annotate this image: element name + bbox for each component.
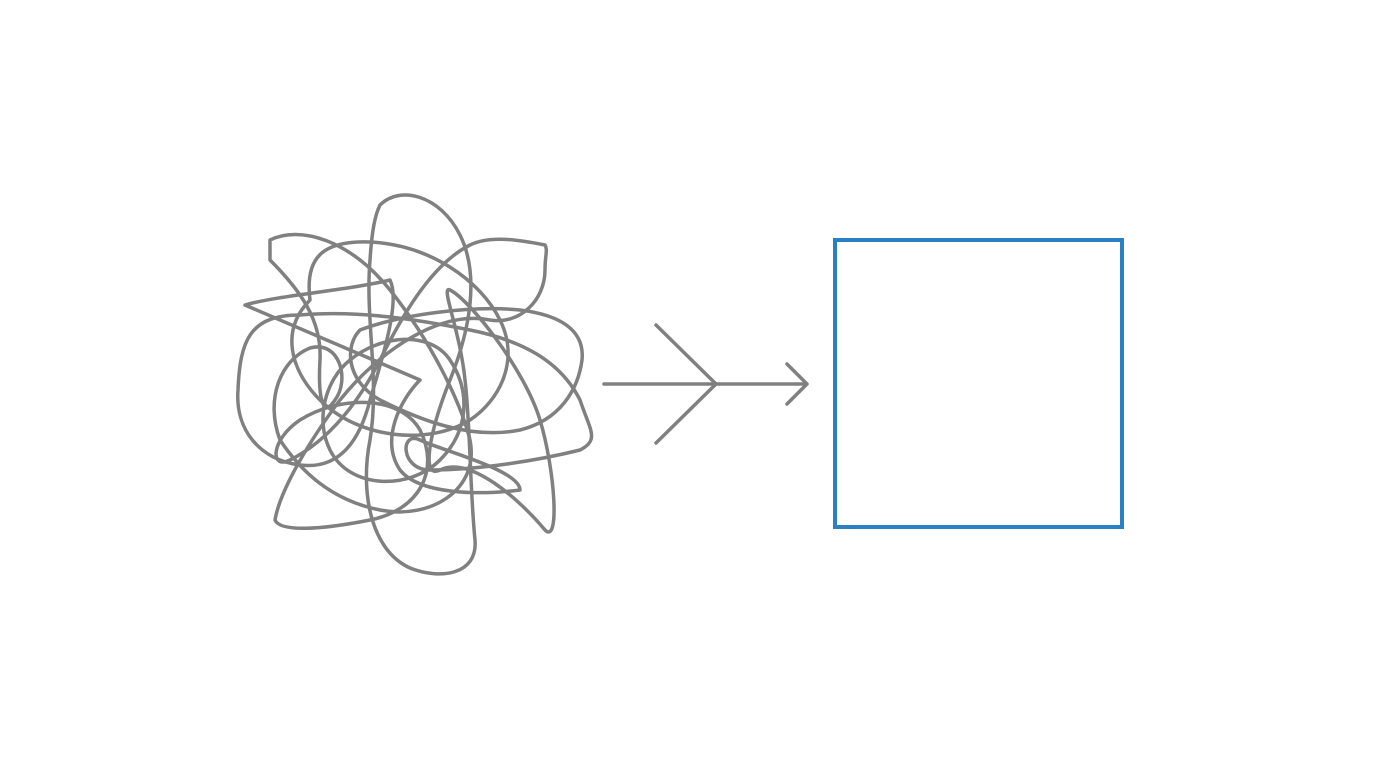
arrow-head <box>785 362 809 406</box>
scribble-loop <box>290 240 510 437</box>
scribble-loop <box>236 278 594 495</box>
scribble-loop <box>273 237 549 530</box>
scribble-loop <box>321 337 466 484</box>
arrow-right-icon <box>602 323 809 445</box>
arrow-chevron <box>654 323 718 445</box>
scribble-loop <box>364 193 556 576</box>
scribble-icon <box>236 193 594 576</box>
scribble-loop <box>348 306 584 435</box>
square-icon <box>833 238 1124 529</box>
